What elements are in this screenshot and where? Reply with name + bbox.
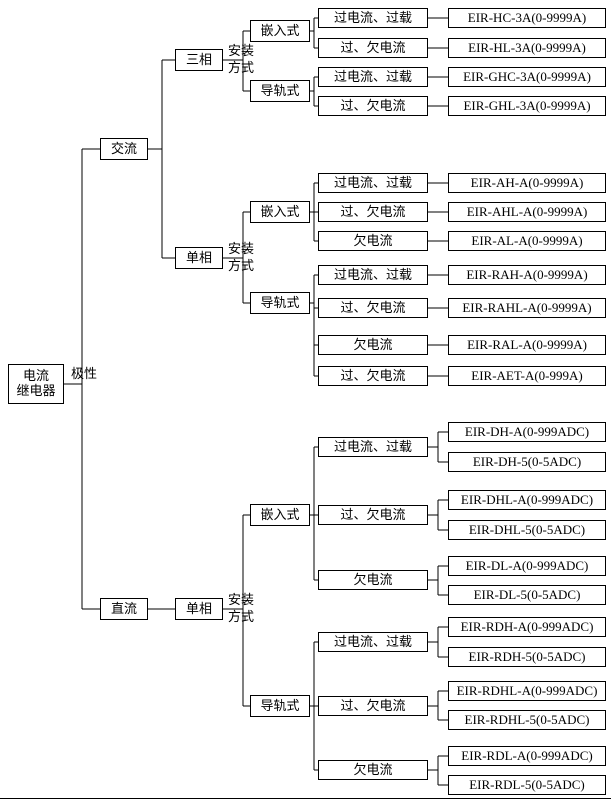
- node-model-16: EIR-DL-A(0-999ADC): [448, 556, 606, 576]
- node-model-7: EIR-AL-A(0-9999A): [448, 231, 606, 251]
- node-model-6: EIR-AHL-A(0-9999A): [448, 202, 606, 222]
- node-model-11: EIR-AET-A(0-999A): [448, 366, 606, 386]
- node-cond-15: 过电流、过载: [318, 632, 428, 652]
- node-model-19: EIR-RDH-5(0-5ADC): [448, 647, 606, 667]
- node-cond-14: 欠电流: [318, 570, 428, 590]
- node-cond-13: 过、欠电流: [318, 505, 428, 525]
- node-cond-4: 过、欠电流: [318, 96, 428, 116]
- node-model-1: EIR-HC-3A(0-9999A): [448, 8, 606, 28]
- node-ac3-rail: 导轨式: [250, 80, 310, 102]
- node-dc-single-phase: 单相: [175, 598, 223, 620]
- node-root: 电流 继电器: [8, 364, 64, 404]
- node-ac1-rail: 导轨式: [250, 292, 310, 314]
- node-install-label-ac3: 安装 方式: [227, 43, 254, 75]
- node-install-label-ac1: 安装 方式: [227, 241, 254, 273]
- figure-bottom-border: [0, 798, 611, 799]
- node-model-8: EIR-RAH-A(0-9999A): [448, 265, 606, 285]
- node-cond-12: 过电流、过载: [318, 437, 428, 457]
- node-model-2: EIR-HL-3A(0-9999A): [448, 38, 606, 58]
- node-ac: 交流: [100, 138, 148, 160]
- node-dc-rail: 导轨式: [250, 695, 310, 717]
- node-model-9: EIR-RAHL-A(0-9999A): [448, 298, 606, 318]
- node-dc-embedded: 嵌入式: [250, 504, 310, 526]
- node-ac-three-phase: 三相: [175, 49, 223, 71]
- node-cond-11: 过、欠电流: [318, 366, 428, 386]
- node-dc: 直流: [100, 598, 148, 620]
- node-model-14: EIR-DHL-A(0-999ADC): [448, 490, 606, 510]
- node-cond-1: 过电流、过载: [318, 8, 428, 28]
- node-cond-8: 过电流、过载: [318, 265, 428, 285]
- node-ac3-embedded: 嵌入式: [250, 20, 310, 42]
- node-model-12: EIR-DH-A(0-999ADC): [448, 422, 606, 442]
- node-cond-2: 过、欠电流: [318, 38, 428, 58]
- node-cond-7: 欠电流: [318, 231, 428, 251]
- node-cond-10: 欠电流: [318, 335, 428, 355]
- node-model-23: EIR-RDL-5(0-5ADC): [448, 775, 606, 795]
- node-model-5: EIR-AH-A(0-9999A): [448, 173, 606, 193]
- node-ac1-embedded: 嵌入式: [250, 201, 310, 223]
- node-model-13: EIR-DH-5(0-5ADC): [448, 452, 606, 472]
- node-cond-17: 欠电流: [318, 760, 428, 780]
- node-cond-16: 过、欠电流: [318, 696, 428, 716]
- node-model-22: EIR-RDL-A(0-999ADC): [448, 746, 606, 766]
- node-model-20: EIR-RDHL-A(0-999ADC): [448, 681, 606, 701]
- node-model-21: EIR-RDHL-5(0-5ADC): [448, 710, 606, 730]
- node-model-4: EIR-GHL-3A(0-9999A): [448, 96, 606, 116]
- node-install-label-dc1: 安装 方式: [227, 592, 254, 624]
- node-model-17: EIR-DL-5(0-5ADC): [448, 585, 606, 605]
- node-model-10: EIR-RAL-A(0-9999A): [448, 335, 606, 355]
- node-cond-3: 过电流、过载: [318, 67, 428, 87]
- node-model-18: EIR-RDH-A(0-999ADC): [448, 617, 606, 637]
- node-cond-9: 过、欠电流: [318, 298, 428, 318]
- node-polarity-label: 极性: [70, 365, 97, 381]
- node-ac-single-phase: 单相: [175, 247, 223, 269]
- node-model-3: EIR-GHC-3A(0-9999A): [448, 67, 606, 87]
- node-model-15: EIR-DHL-5(0-5ADC): [448, 520, 606, 540]
- node-cond-6: 过、欠电流: [318, 202, 428, 222]
- node-cond-5: 过电流、过载: [318, 173, 428, 193]
